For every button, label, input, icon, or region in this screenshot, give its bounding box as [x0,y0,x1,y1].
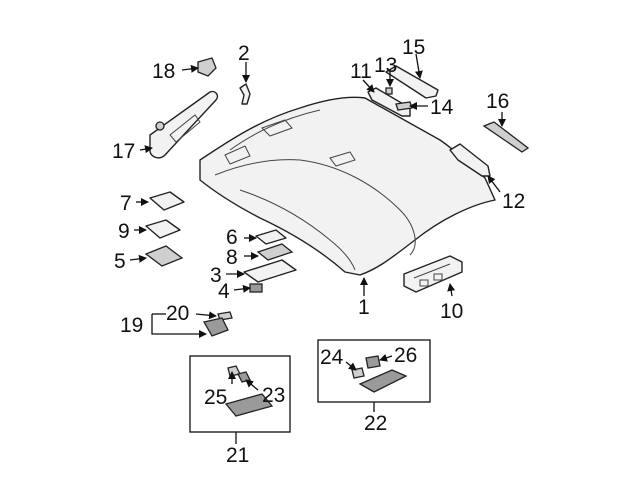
lamp-assembly-22-part [358,369,408,393]
map-lamp-3-part [243,259,297,283]
lens-9-part [145,219,181,239]
callout-21: 21 [226,444,249,467]
callout-1: 1 [358,296,370,319]
callout-24: 24 [320,346,344,369]
leader-lines [129,53,506,444]
callout-18: 18 [152,60,175,83]
bulb-24-part [351,367,365,379]
bracket-14-part [395,101,413,111]
callout-5: 5 [114,250,126,273]
callout-20: 20 [166,302,189,325]
console-10-part [403,255,463,293]
visor-clip-part [197,57,217,77]
callout-3: 3 [210,264,222,287]
lens-7-part [149,191,185,211]
lamp-assembly-21-part [224,393,274,417]
switch-4-part [249,283,263,293]
callout-4: 4 [218,280,230,303]
callout-12: 12 [502,190,525,213]
callout-13: 13 [374,54,397,77]
callout-6: 6 [226,226,238,249]
callout-26: 26 [394,344,417,367]
callout-15: 15 [402,36,425,59]
small-clip-13-part [385,87,393,95]
socket-19-part [202,317,229,337]
clip-part [239,83,251,105]
socket-26-part [365,355,381,369]
callout-17: 17 [112,140,135,163]
callout-19: 19 [120,314,143,337]
callout-25: 25 [204,386,227,409]
sun-visor-part [149,90,219,159]
callout-2: 2 [238,42,250,65]
callout-22: 22 [364,412,387,435]
callout-9: 9 [118,220,130,243]
callout-23: 23 [262,384,285,407]
callout-11: 11 [350,60,372,83]
grab-handle-15-part [385,65,439,99]
trim-strip-part [482,121,530,153]
callout-7: 7 [120,192,132,215]
lens-6-part [255,229,287,245]
callout-16: 16 [486,90,509,113]
bulb-23-part [237,371,251,383]
callout-14: 14 [430,96,454,119]
detail-box-21 [189,355,291,433]
callout-labels: 1 2 3 4 5 6 7 8 9 10 11 12 13 14 15 16 1… [112,36,525,467]
lamp-housing-5-part [144,245,184,267]
callout-8: 8 [226,246,238,269]
callout-10: 10 [440,300,463,323]
headliner-part [199,96,496,276]
lens-8-part [256,243,294,261]
